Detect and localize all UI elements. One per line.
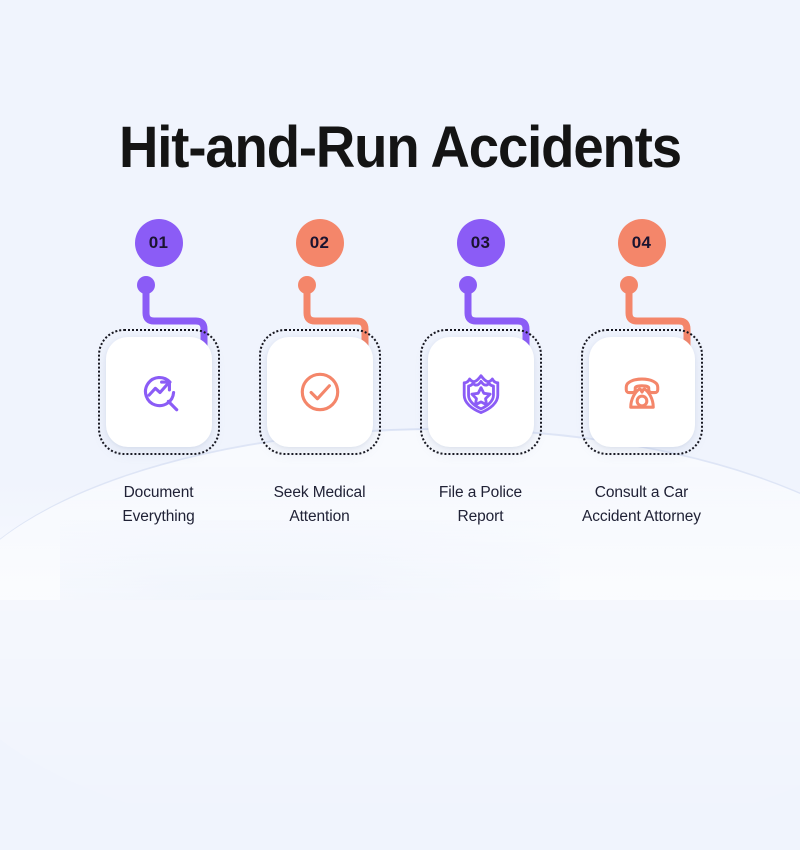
- step-card-shell-02: [258, 329, 381, 455]
- step-item-03: 03 File a Police Report: [400, 219, 561, 529]
- step-card-shell-04: [580, 329, 703, 455]
- step-caption-02: Seek Medical Attention: [236, 481, 404, 529]
- steps-row: 01 Document Everything: [0, 219, 800, 529]
- step-item-04: 04 Consult a Car Accident Attorney: [561, 219, 722, 529]
- step-item-01: 01 Document Everything: [78, 219, 239, 529]
- step-caption-line2-04: Accident Attorney: [582, 508, 701, 525]
- page-title: Hit-and-Run Accidents: [119, 114, 682, 180]
- step-card-01: [105, 337, 212, 447]
- rotary-telephone-icon: [615, 365, 669, 419]
- magnifier-trend-icon: [134, 367, 184, 417]
- step-number-badge-02: 02: [295, 219, 344, 267]
- step-card-02: [266, 337, 373, 447]
- step-number-badge-03: 03: [456, 219, 505, 267]
- step-card-shell-01: [97, 329, 220, 455]
- step-caption-04: Consult a Car Accident Attorney: [558, 481, 726, 529]
- check-circle-icon: [295, 367, 345, 417]
- step-card-04: [588, 337, 695, 447]
- step-card-shell-03: [419, 329, 542, 455]
- step-number-badge-04: 04: [617, 219, 666, 267]
- step-caption-line2-01: Everything: [122, 508, 195, 525]
- step-caption-line1-03: File a Police: [438, 484, 523, 501]
- step-caption-03: File a Police Report: [397, 481, 565, 529]
- step-card-03: [427, 337, 534, 447]
- step-caption-line1-01: Document: [123, 484, 194, 501]
- step-caption-line1-02: Seek Medical: [273, 484, 366, 501]
- step-caption-line2-03: Report: [457, 508, 504, 525]
- step-caption-line1-04: Consult a Car: [594, 484, 689, 501]
- police-badge-icon: [455, 366, 507, 418]
- background-haze-secondary: [60, 520, 560, 600]
- step-item-02: 02 Seek Medical Attention: [239, 219, 400, 529]
- step-caption-01: Document Everything: [75, 481, 243, 529]
- step-caption-line2-02: Attention: [289, 508, 350, 525]
- step-number-badge-01: 01: [134, 219, 183, 267]
